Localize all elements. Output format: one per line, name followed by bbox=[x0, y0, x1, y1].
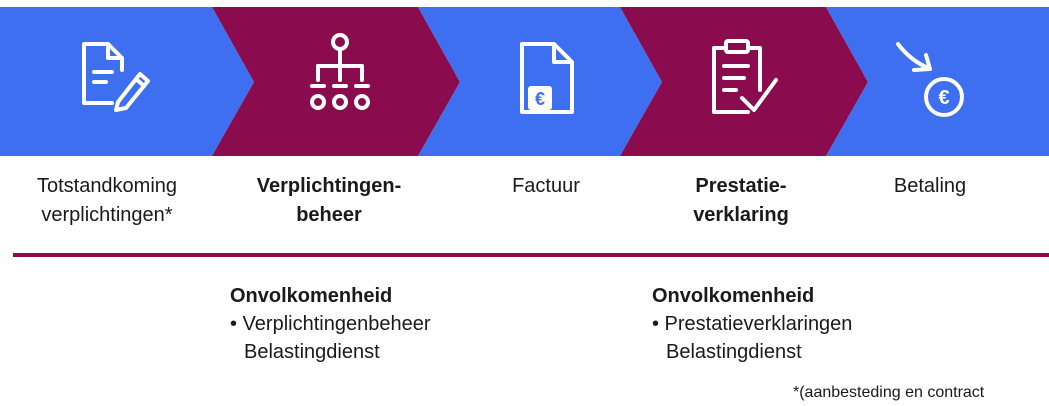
coin-euro-symbol: € bbox=[938, 87, 949, 109]
step-label-factuur: Factuur bbox=[446, 172, 646, 201]
document-pen-icon bbox=[82, 42, 150, 112]
chevron-step-3 bbox=[418, 7, 662, 156]
note-title: Onvolkomenheid bbox=[652, 285, 815, 307]
euro-symbol: € bbox=[535, 89, 545, 109]
org-chart-icon bbox=[310, 33, 370, 110]
note-bullet: • Prestatieverklaringen bbox=[652, 313, 853, 335]
euro-coin-arrow-icon bbox=[896, 42, 964, 117]
step-label-prestatieverklaring: Prestatie- verklaring bbox=[641, 172, 841, 230]
chevron-step-2 bbox=[212, 7, 460, 156]
step-label-verplichtingenbeheer: Verplichtingen- beheer bbox=[229, 172, 429, 230]
note-title: Onvolkomenheid bbox=[230, 285, 393, 307]
step-label-totstandkoming: Totstandkoming verplichtingen* bbox=[7, 172, 207, 230]
step-label-line-1: Prestatie- bbox=[695, 175, 787, 197]
process-chevrons: € € bbox=[0, 7, 1049, 156]
note-bullet-continuation: Belastingdienst bbox=[244, 341, 380, 363]
step-label-line-1: Verplichtingen- bbox=[256, 175, 402, 197]
step-label-betaling: Betaling bbox=[830, 172, 1030, 201]
step-label-line-2: verplichtingen* bbox=[41, 204, 173, 226]
note-bullet: • Verplichtingenbeheer bbox=[230, 313, 431, 335]
euro-document-icon bbox=[520, 42, 574, 114]
footnote: *(aanbesteding en contract bbox=[793, 384, 985, 401]
clipboard-check-icon bbox=[712, 39, 778, 114]
note-bullet-continuation: Belastingdienst bbox=[666, 341, 802, 363]
chevron-step-1 bbox=[0, 7, 254, 156]
note-prestatieverklaringen: Onvolkomenheid • Prestatieverklaringen B… bbox=[652, 282, 852, 366]
note-verplichtingenbeheer: Onvolkomenheid • Verplichtingenbeheer Be… bbox=[230, 282, 430, 366]
step-label-line-1: Totstandkoming bbox=[36, 175, 178, 197]
divider-line bbox=[13, 253, 1049, 257]
step-label-line-2: verklaring bbox=[693, 204, 789, 226]
step-label-line-2: beheer bbox=[296, 204, 362, 226]
chevron-step-4 bbox=[620, 7, 868, 156]
step-label-line-1: Factuur bbox=[512, 175, 580, 197]
euro-badge bbox=[528, 86, 552, 110]
step-label-line-1: Betaling bbox=[893, 175, 967, 197]
